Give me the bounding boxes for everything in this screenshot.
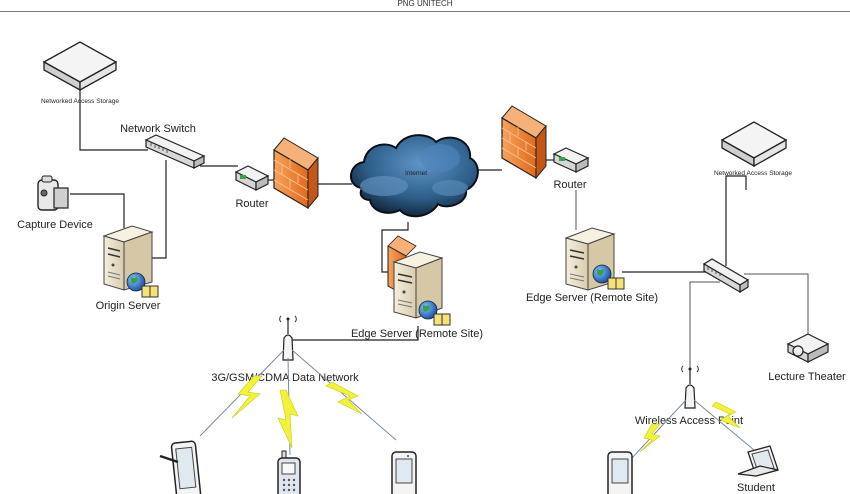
folder-icon: [607, 277, 625, 290]
router-left[interactable]: Router: [234, 165, 270, 210]
capture-device[interactable]: Capture Device: [17, 175, 93, 231]
cell-phone-device[interactable]: [277, 450, 301, 494]
edge-server-right[interactable]: Edge Server (Remote Site): [526, 227, 658, 304]
firewall-left[interactable]: [273, 137, 319, 210]
link-cloud-edge-center: [381, 222, 409, 273]
cell-phone-icon: [277, 450, 301, 494]
lecture-theater[interactable]: Lecture Theater: [768, 333, 846, 383]
router-icon: [234, 165, 270, 191]
edge-server-center-label: Edge Server (Remote Site): [351, 328, 483, 340]
link-switch-wap: [689, 281, 720, 368]
capture-device-label: Capture Device: [17, 219, 93, 231]
web-server-icon: [564, 227, 616, 291]
cell-network-label: 3G/GSM/CDMA Data Network: [211, 372, 359, 384]
link-edge-celltower: [288, 326, 419, 341]
globe-icon: [418, 300, 438, 320]
origin-server[interactable]: Origin Server: [96, 225, 161, 312]
router-icon: [552, 147, 590, 173]
pda-icon: [391, 451, 417, 494]
pda-icon: [607, 451, 633, 494]
nas-left-label: Networked Access Storage: [41, 98, 119, 105]
pda-center-device[interactable]: [391, 451, 417, 494]
cloud-icon: [350, 134, 479, 218]
internet-cloud[interactable]: Internet: [350, 134, 479, 218]
internet-label: Internet: [405, 170, 427, 177]
link-nas-switch-right: [725, 175, 747, 266]
edge-server-center[interactable]: Edge Server (Remote Site): [351, 235, 483, 340]
link-switch-lecture: [744, 273, 809, 336]
header-divider: [0, 11, 850, 12]
cell-tower[interactable]: 3G/GSM/CDMA Data Network: [211, 315, 359, 384]
folder-icon: [433, 313, 451, 326]
nas-left[interactable]: Networked Access Storage: [41, 41, 119, 105]
lightning-icon: [325, 381, 363, 415]
tablet-device[interactable]: [159, 440, 202, 494]
connections: [70, 85, 809, 368]
edge-server-right-label: Edge Server (Remote Site): [526, 292, 658, 304]
radio-links-wap: [631, 399, 755, 459]
lightning-icon: [231, 375, 263, 419]
folder-icon: [141, 285, 159, 298]
radio-links-cell: [199, 349, 397, 456]
web-server-icon: [102, 225, 154, 291]
student-label: Student: [737, 482, 775, 494]
network-switch-icon: [144, 134, 206, 169]
nas-icon: [720, 121, 788, 168]
globe-icon: [592, 264, 612, 284]
nas-right[interactable]: Networked Access Storage: [714, 121, 792, 177]
network-switch-left[interactable]: Network Switch: [120, 123, 206, 169]
student-laptop[interactable]: Student: [737, 445, 779, 494]
link-capture-origin: [70, 193, 125, 228]
firewall-right[interactable]: [501, 105, 547, 180]
pda-right-device[interactable]: [607, 451, 633, 494]
tablet-icon: [159, 440, 202, 494]
link-nas-switch-left: [79, 85, 148, 151]
origin-server-label: Origin Server: [96, 300, 161, 312]
nas-icon: [42, 41, 118, 92]
antenna-icon: [681, 365, 699, 409]
header-title: PNG UNITECH: [397, 0, 453, 8]
router-left-label: Router: [235, 198, 268, 210]
lecture-theater-label: Lecture Theater: [768, 371, 846, 383]
antenna-icon: [279, 315, 297, 361]
network-switch-icon: [702, 258, 750, 294]
camcorder-icon: [37, 175, 69, 211]
network-switch-label: Network Switch: [120, 123, 196, 135]
lightning-icon: [711, 401, 741, 429]
projector-icon: [786, 333, 830, 363]
router-right[interactable]: Router: [552, 147, 590, 191]
laptop-icon: [737, 445, 779, 477]
globe-icon: [126, 272, 146, 292]
router-right-label: Router: [553, 179, 586, 191]
network-switch-right[interactable]: [702, 258, 750, 294]
firewall-icon: [501, 105, 547, 180]
link-switch-origin: [152, 160, 167, 259]
nas-right-label: Networked Access Storage: [714, 170, 792, 177]
lightning-icon: [277, 389, 299, 449]
header: PNG UNITECH: [0, 0, 850, 14]
firewall-icon: [273, 137, 319, 210]
lightning-icon: [639, 423, 661, 453]
